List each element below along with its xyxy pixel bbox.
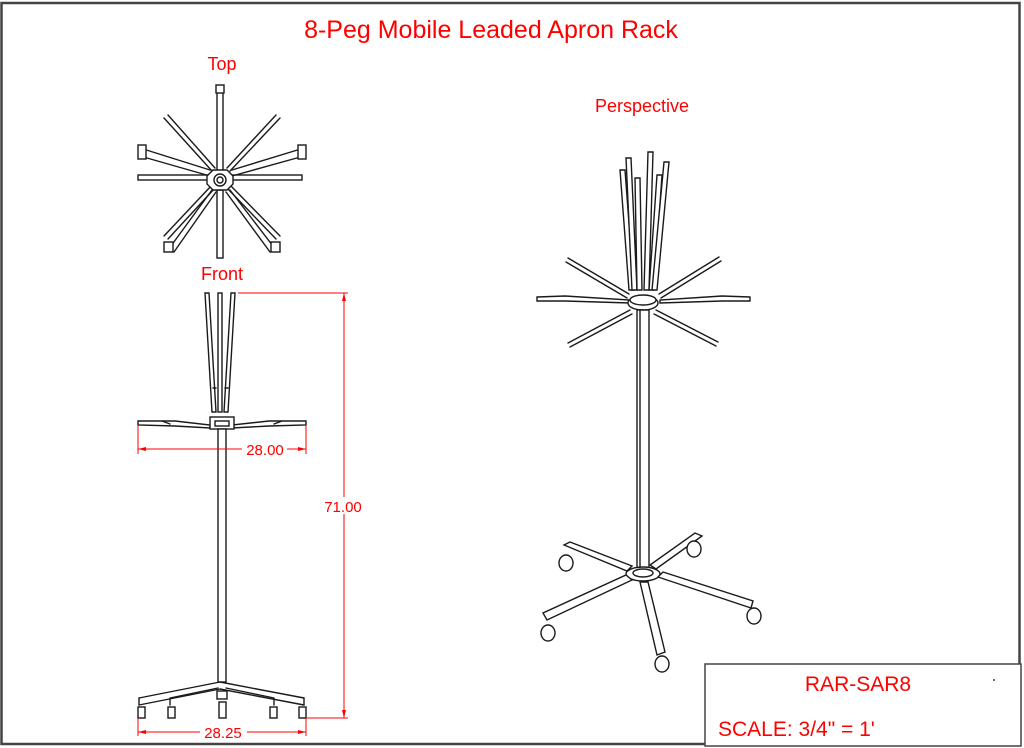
perspective-view-label: Perspective [595,96,689,116]
top-view [137,84,307,259]
perspective-view [536,151,762,673]
marker-dot [993,679,995,681]
dimension-overall-height: 71.00 [238,292,362,719]
peg-span-dimension: 28.00 [246,442,284,459]
part-number: RAR-SAR8 [805,673,911,696]
drawing-title: 8-Peg Mobile Leaded Apron Rack [304,16,678,44]
dimension-base-width: 28.25 [137,718,307,742]
dimension-peg-span: 28.00 [137,425,307,459]
title-block: RAR-SAR8 SCALE: 3/4" = 1' [704,663,1022,747]
scale-note: SCALE: 3/4" = 1' [718,718,875,741]
top-view-label: Top [207,54,236,74]
base-width-dimension: 28.25 [204,725,242,742]
overall-height-dimension: 71.00 [324,499,362,516]
front-view-label: Front [201,264,243,284]
front-view [137,292,307,719]
